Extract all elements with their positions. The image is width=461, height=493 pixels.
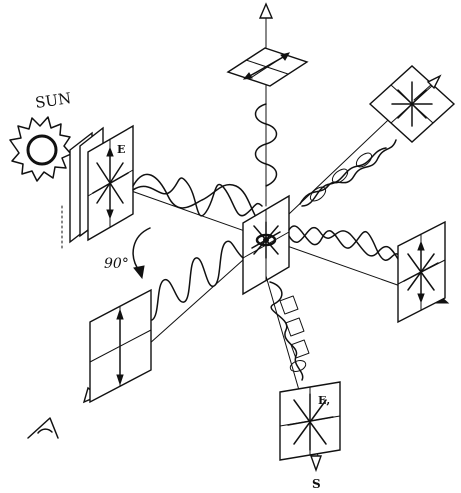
e-scattered-label: E, — [318, 394, 330, 407]
upward-polarization-plane — [228, 48, 307, 86]
angle-arc-arrow — [133, 228, 150, 272]
observer-polarization-plane — [90, 290, 151, 402]
s-label: S — [312, 477, 321, 491]
angle-label: 90° — [104, 256, 129, 272]
eye-icon — [28, 418, 58, 438]
forward-wave-2 — [289, 228, 400, 262]
sun-label: SUN — [34, 89, 72, 112]
downward-wave — [270, 282, 303, 380]
forward-polarization-plane — [398, 222, 445, 322]
downward-polarization-plane — [280, 382, 340, 460]
sun-icon — [10, 117, 71, 181]
up-arrowhead — [260, 4, 272, 18]
upper-right-wave-2 — [302, 148, 386, 206]
observer-wave — [152, 241, 243, 320]
incident-wave-vertical — [133, 178, 262, 216]
upper-right-polarization-plane — [370, 66, 454, 142]
e-field-label: E — [117, 143, 125, 156]
